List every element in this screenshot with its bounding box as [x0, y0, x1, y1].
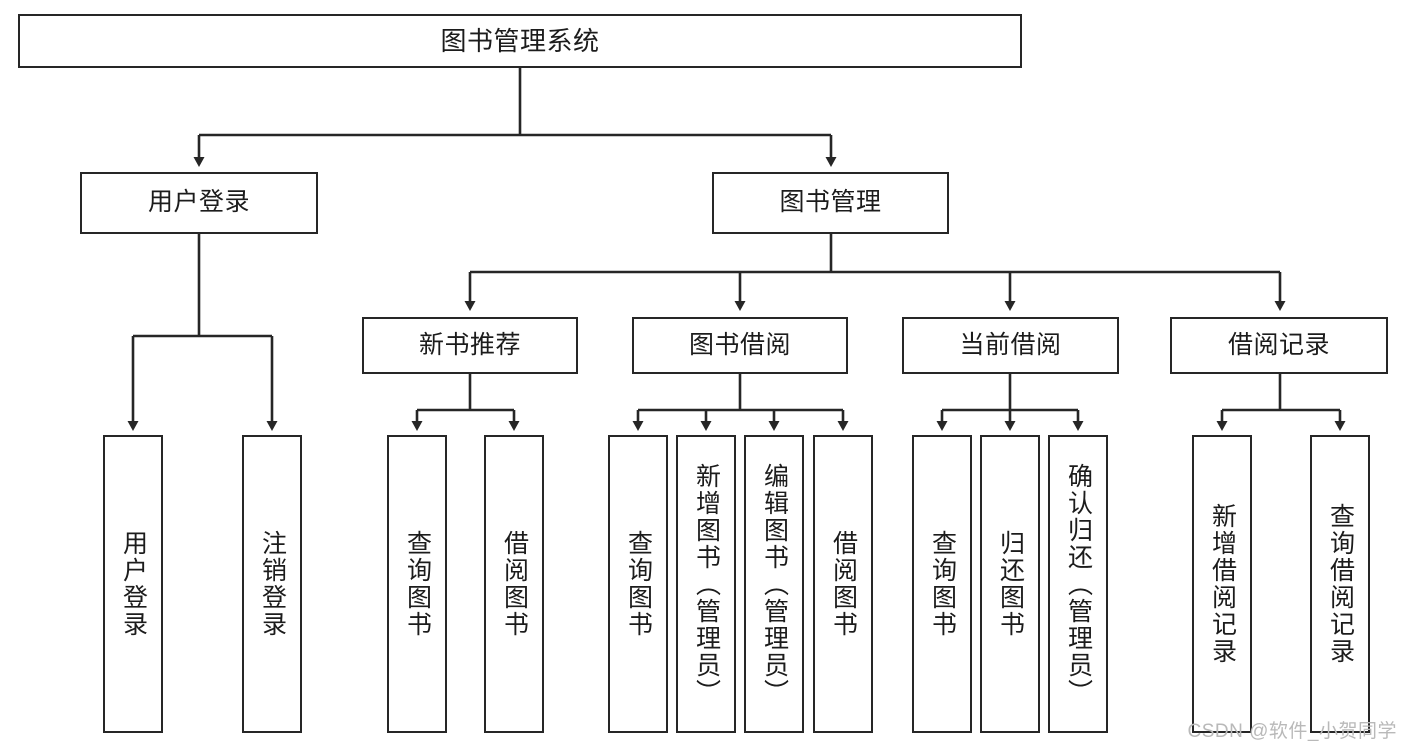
node-current-borrow[interactable]: 当前借阅	[902, 317, 1119, 374]
leaf-borrow-query-book[interactable]: 查询图书	[608, 435, 668, 733]
leaf-borrow-add-book-label: 新增图书（管理员）	[692, 462, 721, 706]
node-borrow-record-label: 借阅记录	[1227, 330, 1330, 359]
leaf-newbook-query-book[interactable]: 查询图书	[387, 435, 447, 733]
leaf-logout[interactable]: 注销登录	[242, 435, 302, 733]
leaf-borrow-borrow-book-label: 借阅图书	[829, 530, 858, 638]
leaf-borrow-add-book[interactable]: 新增图书（管理员）	[676, 435, 736, 733]
leaf-current-query-book[interactable]: 查询图书	[912, 435, 972, 733]
leaf-borrow-edit-book-label: 编辑图书（管理员）	[760, 462, 789, 706]
leaf-current-return-book[interactable]: 归还图书	[980, 435, 1040, 733]
node-book-management[interactable]: 图书管理	[712, 172, 949, 234]
node-new-book-recommend[interactable]: 新书推荐	[362, 317, 578, 374]
leaf-user-login[interactable]: 用户登录	[103, 435, 163, 733]
leaf-record-add-label: 新增借阅记录	[1208, 503, 1237, 665]
leaf-current-query-book-label: 查询图书	[928, 530, 957, 638]
node-borrow-record[interactable]: 借阅记录	[1170, 317, 1388, 374]
leaf-borrow-edit-book[interactable]: 编辑图书（管理员）	[744, 435, 804, 733]
leaf-current-confirm-return-label: 确认归还（管理员）	[1064, 462, 1093, 706]
watermark: CSDN @软件_小贺同学	[1187, 721, 1397, 742]
node-book-borrow[interactable]: 图书借阅	[632, 317, 848, 374]
node-book-borrow-label: 图书借阅	[688, 330, 791, 359]
node-user-login-label: 用户登录	[147, 188, 250, 217]
leaf-record-query-label: 查询借阅记录	[1326, 503, 1355, 665]
node-book-management-label: 图书管理	[779, 188, 882, 217]
leaf-borrow-borrow-book[interactable]: 借阅图书	[813, 435, 873, 733]
node-root[interactable]: 图书管理系统	[18, 14, 1022, 68]
leaf-newbook-borrow-book-label: 借阅图书	[500, 530, 529, 638]
leaf-current-confirm-return[interactable]: 确认归还（管理员）	[1048, 435, 1108, 733]
leaf-current-return-book-label: 归还图书	[996, 530, 1025, 638]
leaf-user-login-label: 用户登录	[119, 530, 148, 638]
node-current-borrow-label: 当前借阅	[959, 330, 1062, 359]
leaf-newbook-query-book-label: 查询图书	[403, 530, 432, 638]
node-new-book-recommend-label: 新书推荐	[418, 330, 521, 359]
node-user-login[interactable]: 用户登录	[80, 172, 318, 234]
leaf-record-query[interactable]: 查询借阅记录	[1310, 435, 1370, 733]
leaf-newbook-borrow-book[interactable]: 借阅图书	[484, 435, 544, 733]
leaf-borrow-query-book-label: 查询图书	[624, 530, 653, 638]
node-root-label: 图书管理系统	[440, 25, 600, 56]
leaf-logout-label: 注销登录	[258, 530, 287, 638]
leaf-record-add[interactable]: 新增借阅记录	[1192, 435, 1252, 733]
